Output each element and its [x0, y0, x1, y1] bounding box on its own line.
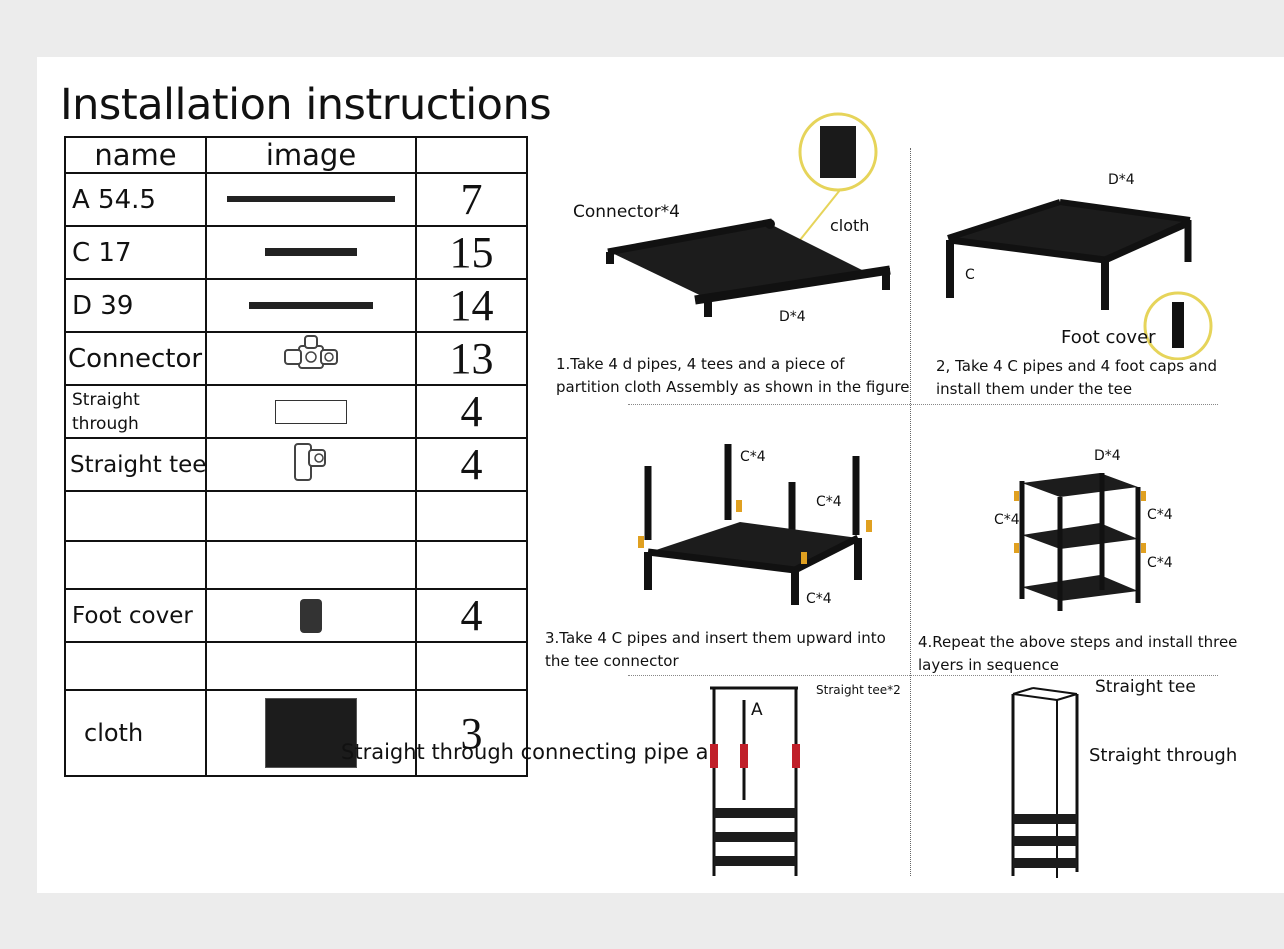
part-name: Straight through: [64, 384, 207, 439]
table-row: D 39 14: [64, 278, 528, 333]
step2-diagram: [946, 199, 1213, 360]
part-qty: [415, 641, 528, 691]
empty-cell: [205, 540, 417, 590]
part-name: [64, 490, 207, 542]
step1-caption: 1.Take 4 d pipes, 4 tees and a piece of …: [556, 355, 910, 396]
part-qty: 7: [415, 172, 528, 227]
table-row: Straight tee 4: [64, 437, 528, 492]
table-row: Foot cover 4: [64, 588, 528, 643]
straight-through-icon: [205, 384, 417, 439]
header-name: name: [64, 136, 207, 174]
header-qty: [415, 136, 528, 174]
cloth-callout: cloth: [830, 216, 870, 235]
c-pipe-callout: C*4: [1147, 507, 1173, 523]
c-pipe-callout: C*4: [994, 512, 1020, 528]
d-pipe-callout: D*4: [779, 309, 806, 325]
c-pipe-callout: C*4: [806, 591, 832, 607]
straight-through-pipe-label: Straight through connecting pipe a: [341, 740, 709, 764]
step3-diagram: [638, 444, 872, 605]
part-qty: 3: [415, 689, 528, 777]
straight-tee-icon: [205, 437, 417, 492]
straight-tee-callout: Straight tee: [1095, 677, 1196, 697]
c-pipe-callout: C*4: [816, 494, 842, 510]
table-row: [64, 540, 528, 590]
table-row: cloth 3: [64, 689, 528, 777]
part-image-pipe-c: [205, 225, 417, 280]
table-row: Connector 13: [64, 331, 528, 386]
empty-cell: [205, 490, 417, 542]
table-row: A 54.5 7: [64, 172, 528, 227]
page-title: Installation instructions: [60, 80, 552, 130]
step4-caption: 4.Repeat the above steps and install thr…: [918, 633, 1238, 674]
part-name: A 54.5: [64, 172, 207, 227]
step1-diagram: [606, 112, 891, 317]
step2-caption: 2, Take 4 C pipes and 4 foot caps and in…: [936, 357, 1218, 398]
header-image: image: [205, 136, 417, 174]
part-qty: 4: [415, 588, 528, 643]
part-qty: 4: [415, 437, 528, 492]
step6-diagram: [1011, 687, 1079, 878]
part-image-pipe-a: [205, 172, 417, 227]
connector-callout: Connector*4: [573, 202, 680, 222]
part-name: Foot cover: [64, 588, 207, 643]
d-pipe-callout: D*4: [1108, 172, 1135, 188]
part-image-pipe-d: [205, 278, 417, 333]
part-qty: 13: [415, 331, 528, 386]
table-row: [64, 641, 528, 691]
step3-caption: 3.Take 4 C pipes and insert them upward …: [545, 629, 886, 670]
straight-through-callout: Straight through: [1089, 745, 1238, 766]
cloth-icon: [205, 689, 417, 777]
table-row: [64, 490, 528, 542]
foot-cover-callout: Foot cover: [1061, 327, 1156, 348]
part-qty: 4: [415, 384, 528, 439]
horizontal-divider: [628, 404, 1218, 405]
connector-icon: [205, 331, 417, 386]
c-pipe-callout: C: [965, 267, 975, 283]
part-name: [64, 540, 207, 590]
part-name: cloth: [64, 689, 207, 777]
c-pipe-callout: C*4: [1147, 555, 1173, 571]
part-name: C 17: [64, 225, 207, 280]
c-pipe-callout: C*4: [740, 449, 766, 465]
table-row: Straight through 4: [64, 384, 528, 439]
part-name: D 39: [64, 278, 207, 333]
empty-cell: [205, 641, 417, 691]
step5-diagram: [710, 686, 800, 876]
part-name: Connector: [64, 331, 207, 386]
part-qty: [415, 490, 528, 542]
step4-diagram: [1014, 473, 1146, 611]
part-name: Straight tee: [64, 437, 207, 492]
part-qty: 14: [415, 278, 528, 333]
table-header-row: name image: [64, 136, 528, 174]
table-row: C 17 15: [64, 225, 528, 280]
pipe-a-callout: A: [751, 700, 763, 720]
horizontal-divider: [628, 675, 1218, 676]
d-pipe-callout: D*4: [1094, 448, 1121, 464]
part-qty: [415, 540, 528, 590]
parts-table: name image A 54.5 7 C 17 15 D 39 14 Conn…: [64, 136, 528, 777]
part-qty: 15: [415, 225, 528, 280]
vertical-divider: [910, 148, 911, 876]
foot-cover-icon: [205, 588, 417, 643]
part-name: [64, 641, 207, 691]
straight-tee-callout: Straight tee*2: [816, 683, 901, 697]
